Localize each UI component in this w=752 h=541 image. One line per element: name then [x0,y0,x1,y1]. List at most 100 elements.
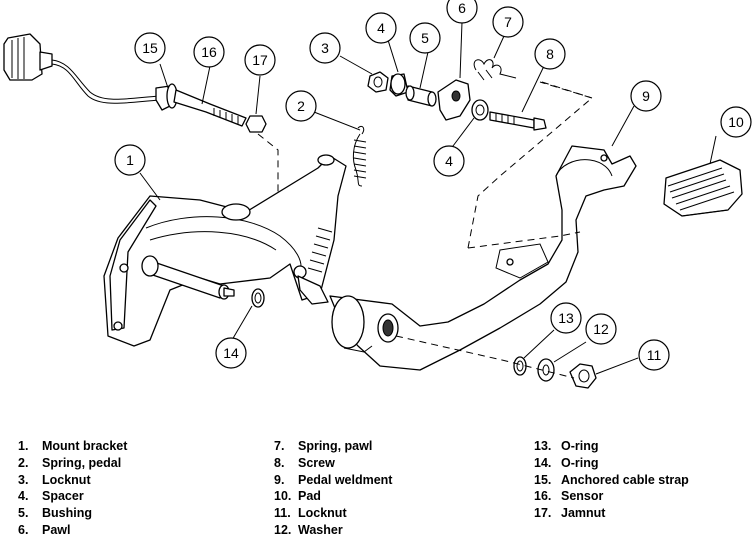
exploded-parts-diagram: 1 2 3 4 4 5 6 7 8 9 10 11 12 13 14 15 16… [3,0,752,389]
legend-number: 3. [18,472,29,487]
legend-name: Washer [298,522,343,537]
legend-number: 14. [534,455,552,470]
legend-name: Pad [298,489,321,504]
legend-name: Pawl [42,522,71,537]
legend-number: 6. [18,522,29,537]
legend-number: 5. [18,506,29,521]
legend-item: 2. Spring, pedal [18,455,127,472]
legend-item: 15. Anchored cable strap [534,472,689,489]
legend-item: 6. Pawl [18,522,127,539]
pedal-spring [352,125,367,187]
legend-item: 7. Spring, pawl [274,438,392,455]
pedal-weldment [329,81,637,371]
legend-column-1: 1. Mount bracket 2. Spring, pedal 3. Locknu… [18,438,127,539]
spacer-4-bottom [471,99,489,121]
legend-number: 12. [274,522,292,537]
callout-6: 6 [446,0,478,24]
legend-name: Mount bracket [42,439,128,453]
mount-bracket [103,154,347,347]
legend-column-2: 7.Spring, pawl 8.Screw 9.Pedal weldment … [274,438,392,539]
legend-number: 7. [274,439,285,453]
callout-label: 6 [458,0,466,16]
legend-number: 9. [274,472,285,487]
callout-4a: 4 [365,12,397,44]
sensor-connector [3,33,43,81]
legend-number: 2. [18,455,29,470]
legend-name: Locknut [298,506,347,521]
legend-name: Anchored cable strap [561,472,689,487]
callout-label: 16 [201,44,217,60]
callout-label: 11 [647,347,662,363]
legend-number: 4. [18,489,29,504]
legend-name: O-ring [561,439,599,453]
callout-label: 8 [546,46,554,62]
jamnut [245,115,267,133]
callout-1: 1 [114,144,146,176]
legend-name: Spring, pedal [42,455,122,470]
o-ring-14 [251,288,265,308]
o-ring-13 [513,356,527,376]
callout-2: 2 [285,90,317,122]
pad [663,159,743,217]
legend-number: 16. [534,489,552,504]
callout-label: 2 [297,98,305,114]
legend-item: 4. Spacer [18,488,127,505]
callout-4b: 4 [433,145,465,177]
callout-label: 4 [377,20,385,36]
callout-label: 10 [728,114,744,130]
legend-item: 12. Washer [274,522,392,539]
callout-label: 7 [504,14,512,30]
callout-11: 11 [638,339,670,371]
legend-item: 9. Pedal weldment [274,472,392,489]
locknut-11 [569,363,597,389]
callout-17: 17 [244,44,276,76]
callout-9: 9 [630,80,662,112]
legend-name: Locknut [42,472,91,487]
callout-label: 14 [223,345,239,361]
callout-label: 3 [321,40,329,56]
legend-item: 10. Pad [274,488,392,505]
legend-name: Spring, pawl [298,439,373,453]
legend-item: 14.O-ring [534,455,689,472]
legend-item: 8. Screw [274,455,392,472]
legend-number: 15. [534,472,552,487]
callout-14: 14 [215,337,247,369]
legend-name: Screw [298,455,335,470]
legend-number: 1. [18,439,29,453]
legend-number: 11. [274,506,291,521]
callout-label: 12 [593,321,609,337]
callout-5: 5 [409,22,441,54]
hardware-stack-right [395,335,597,389]
legend-number: 17. [534,506,552,521]
legend-name: Spacer [42,489,84,504]
leader-lines [139,21,717,375]
callout-label: 5 [421,30,429,46]
legend-item: 13.O-ring [534,438,689,455]
callout-3: 3 [309,32,341,64]
sensor-body [173,89,247,127]
legend-number: 8. [274,455,285,470]
callout-13: 13 [550,302,582,334]
callout-7: 7 [492,6,524,38]
callout-10: 10 [720,106,752,138]
legend-number: 10. [274,489,292,504]
legend-item: 3. Locknut [18,472,127,489]
legend-name: Pedal weldment [298,472,393,487]
callout-label: 4 [445,153,453,169]
callout-label: 17 [252,52,268,68]
legend-name: Sensor [561,489,604,504]
legend-item: 16. Sensor [534,488,689,505]
callout-label: 1 [126,152,134,168]
pawl-assembly [367,59,593,131]
legend-item: 11. Locknut [274,505,392,522]
callout-15: 15 [134,32,166,64]
legend-name: Jamnut [561,506,606,521]
callout-group: 1 2 3 4 4 5 6 7 8 9 10 11 12 13 14 15 16… [114,0,752,371]
callout-label: 9 [642,88,650,104]
callout-12: 12 [585,313,617,345]
legend-column-3: 13.O-ring 14.O-ring 15.Anchored cable st… [534,438,689,522]
callout-label: 15 [142,40,158,56]
sensor-cable [51,59,161,100]
legend-item: 1. Mount bracket [18,438,127,455]
callout-8: 8 [534,38,566,70]
